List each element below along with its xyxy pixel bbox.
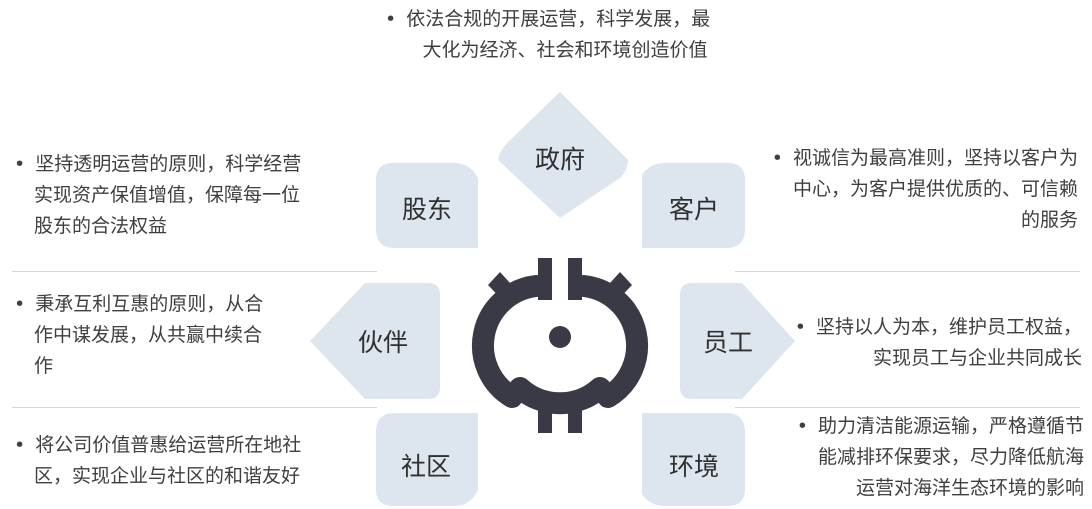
shareholders-shape xyxy=(376,163,478,248)
community-line-2: 区，实现企业与社区的和谐友好 xyxy=(34,465,301,487)
employees-label: 员工 xyxy=(702,328,753,357)
employees-line-1: •坚持以人为本，维护员工权益， xyxy=(794,316,1082,338)
government-line-1: •依法合规的开展运营，科学发展，最 xyxy=(385,8,711,30)
partners-label: 伙伴 xyxy=(357,328,408,357)
shareholders-text: •坚持透明运营的原则，科学经营 实现资产保值增值，保障每一位 股东的合法权益 xyxy=(14,149,334,242)
partners-line-1: •秉承互利互惠的原则，从合 xyxy=(14,293,264,315)
customers-line-2: 中心，为客户提供优质的、可信赖 xyxy=(792,178,1078,200)
environment-text: •助力清洁能源运输，严格遵循节 能减排环保要求，尽力降低航海 运营对海洋生态环境… xyxy=(766,411,1084,504)
community-line-1: •将公司价值普惠给运营所在地社 xyxy=(14,434,302,456)
customers-label: 客户 xyxy=(668,195,719,224)
community-label: 社区 xyxy=(400,452,451,481)
partners-line-3: 作 xyxy=(34,355,54,377)
environment-line-2: 能减排环保要求，尽力降低航海 xyxy=(817,446,1084,468)
shareholders-line-2: 实现资产保值增值，保障每一位 xyxy=(34,184,301,206)
environment-line-1: •助力清洁能源运输，严格遵循节 xyxy=(796,415,1084,437)
customers-text: •视诚信为最高准则，坚持以客户为 中心，为客户提供优质的、可信赖 的服务 xyxy=(740,143,1078,236)
partners-shape xyxy=(310,283,440,399)
environment-label: 环境 xyxy=(668,452,719,481)
customers-line-3: 的服务 xyxy=(1020,209,1078,231)
divider-left-lower xyxy=(12,407,377,408)
community-text: •将公司价值普惠给运营所在地社 区，实现企业与社区的和谐友好 xyxy=(14,430,344,492)
community-shape xyxy=(376,413,478,506)
government-shape xyxy=(498,92,628,218)
government-line-2: 大化为经济、社会和环境创造价值 xyxy=(422,39,708,61)
government-label: 政府 xyxy=(534,145,585,174)
shareholders-line-1: •坚持透明运营的原则，科学经营 xyxy=(14,153,302,175)
divider-right-lower xyxy=(735,407,1080,408)
employees-line-2: 实现员工与企业共同成长 xyxy=(872,347,1082,369)
customers-line-1: •视诚信为最高准则，坚持以客户为 xyxy=(771,147,1078,169)
divider-left-upper xyxy=(12,271,377,272)
divider-right-upper xyxy=(735,271,1080,272)
environment-shape xyxy=(642,413,745,506)
employees-shape xyxy=(680,283,795,399)
government-text: •依法合规的开展运营，科学发展，最 大化为经济、社会和环境创造价值 xyxy=(385,4,745,66)
environment-line-3: 运营对海洋生态环境的影响 xyxy=(855,477,1084,499)
shareholders-label: 股东 xyxy=(401,195,452,224)
partners-text: •秉承互利互惠的原则，从合 作中谋发展，从共赢中续合 作 xyxy=(14,289,314,382)
employees-text: •坚持以人为本，维护员工权益， 实现员工与企业共同成长 xyxy=(780,312,1082,374)
partners-line-2: 作中谋发展，从共赢中续合 xyxy=(34,324,263,346)
customers-shape xyxy=(642,163,745,248)
shareholders-line-3: 股东的合法权益 xyxy=(34,215,168,237)
